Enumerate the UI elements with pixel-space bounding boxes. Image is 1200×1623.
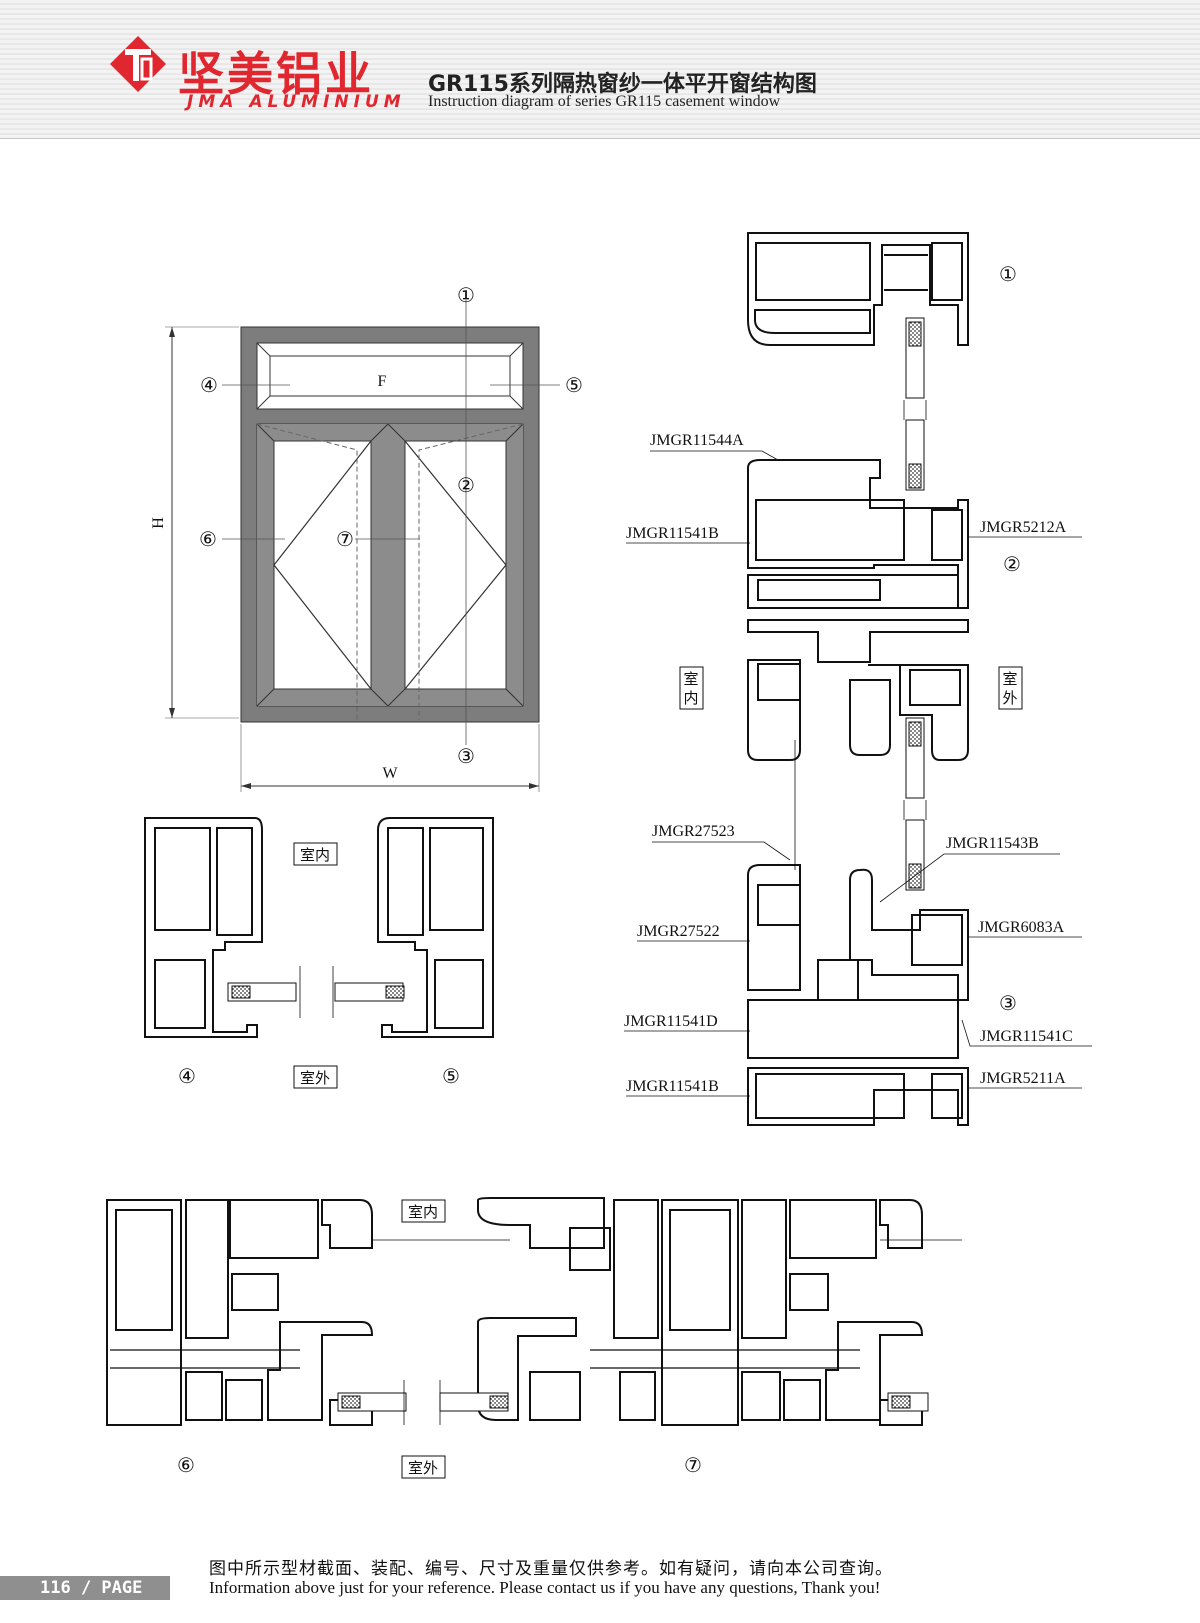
fixed-pane-label: F xyxy=(378,373,387,390)
section-marker-2: ② xyxy=(1003,552,1021,576)
indoor-label-bottom: 室内 xyxy=(408,1203,438,1221)
diagram-title-cn: GR115系列隔热窗纱一体平开窗结构图 xyxy=(428,72,817,97)
part-label-jmgr11541b-top: JMGR11541B xyxy=(626,525,719,542)
page-number: 116 / PAGE xyxy=(0,1576,170,1600)
indoor-label-v2: 内 xyxy=(683,689,698,707)
bottom-sections xyxy=(106,1197,962,1426)
left-sash xyxy=(256,423,389,707)
part-label-jmgr11543b: JMGR11543B xyxy=(946,835,1039,852)
vertical-section xyxy=(747,232,969,1126)
outdoor-label-side: 室外 xyxy=(300,1069,330,1087)
brand-name-cn: 坚美铝业 xyxy=(178,47,374,101)
section-marker-3: ③ xyxy=(999,991,1017,1015)
part-label-jmgr11541b-bottom: JMGR11541B xyxy=(626,1078,719,1095)
part-label-jmgr6083a: JMGR6083A xyxy=(978,919,1065,936)
bottom-marker-7: ⑦ xyxy=(684,1453,702,1477)
outdoor-label-bottom: 室外 xyxy=(408,1459,438,1477)
marker-7: ⑦ xyxy=(336,527,354,551)
brand-name-en: JMA ALUMINIUM xyxy=(187,92,406,112)
footer-note-en: Information above just for your referenc… xyxy=(209,1578,881,1597)
marker-4: ④ xyxy=(200,373,218,397)
window-elevation: F H W ① ② ③ ④ ⑤ ⑥ ⑦ xyxy=(150,283,583,792)
width-dimension-label: W xyxy=(382,765,398,782)
right-sash xyxy=(387,423,524,707)
bottom-marker-6: ⑥ xyxy=(177,1453,195,1477)
side-marker-5: ⑤ xyxy=(442,1064,460,1088)
footer-note-cn: 图中所示型材截面、装配、编号、尺寸及重量仅供参考。如有疑问，请向本公司查询。 xyxy=(209,1559,893,1579)
part-label-jmgr5212a: JMGR5212A xyxy=(980,519,1067,536)
marker-5: ⑤ xyxy=(565,373,583,397)
part-label-jmgr11541d: JMGR11541D xyxy=(624,1013,718,1030)
outdoor-label-v1: 室 xyxy=(1002,670,1017,688)
marker-1: ① xyxy=(457,283,475,307)
marker-6: ⑥ xyxy=(199,527,217,551)
indoor-label-v1: 室 xyxy=(683,670,698,688)
height-dimension-label: H xyxy=(150,517,167,529)
section-marker-1: ① xyxy=(999,262,1017,286)
side-sections xyxy=(144,817,494,1038)
part-label-jmgr27523: JMGR27523 xyxy=(652,823,735,840)
diagram-title-en: Instruction diagram of series GR115 case… xyxy=(428,93,781,110)
part-label-jmgr27522: JMGR27522 xyxy=(637,923,720,940)
part-label-jmgr11544a: JMGR11544A xyxy=(650,432,744,449)
part-callouts: ① JMGR11544A JMGR11541B JMGR5212A ② JMGR… xyxy=(624,262,1092,1097)
side-marker-4: ④ xyxy=(178,1064,196,1088)
indoor-label-side: 室内 xyxy=(300,846,330,864)
jma-logo-icon xyxy=(110,36,166,92)
outdoor-label-v2: 外 xyxy=(1002,689,1017,707)
marker-3: ③ xyxy=(457,744,475,768)
page-header: 坚美铝业 JMA ALUMINIUM GR115系列隔热窗纱一体平开窗结构图 I… xyxy=(0,0,1200,139)
part-label-jmgr5211a: JMGR5211A xyxy=(980,1070,1066,1087)
part-label-jmgr11541c: JMGR11541C xyxy=(980,1028,1073,1045)
marker-2: ② xyxy=(457,473,475,497)
